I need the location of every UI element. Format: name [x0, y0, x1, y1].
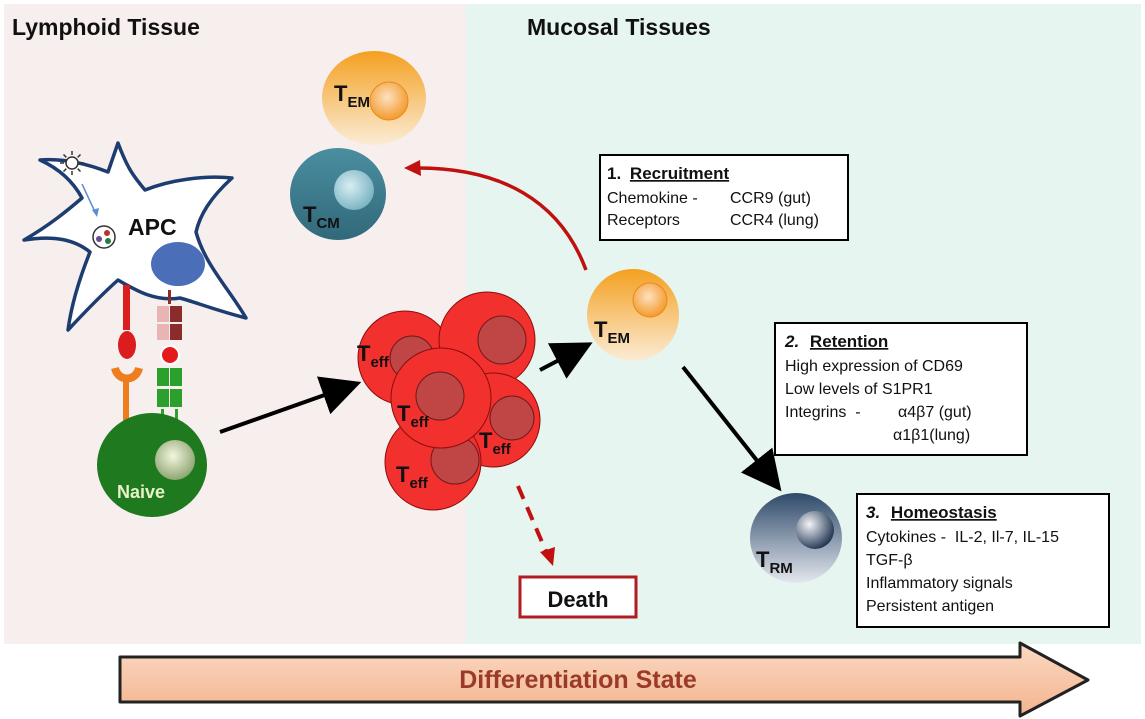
- recruitment-box: 1. Recruitment Chemokine - CCR9 (gut) Re…: [599, 154, 849, 241]
- teff-label-2: Teff: [397, 401, 430, 431]
- antigen-uptake-arrow: [81, 183, 97, 215]
- naive-nucleus: [155, 440, 195, 480]
- tem-cell-top: TEM: [322, 51, 426, 145]
- recruitment-row-2-right: CCR4 (lung): [730, 212, 819, 229]
- teff-to-tem-arrow: [539, 342, 593, 379]
- tem-to-trm-arrow: [681, 365, 782, 492]
- apc-label: APC: [128, 214, 177, 240]
- recruitment-row-1-right: CCR9 (gut): [730, 190, 811, 207]
- retention-integrins-left: Integrins -: [785, 404, 861, 421]
- teff-cluster: Teff Teff Teff Teff: [357, 291, 541, 511]
- homeostasis-heading: Homeostasis: [891, 503, 997, 522]
- differentiation-arrow: Differentiation State: [118, 641, 1090, 718]
- naive-cell: Naive: [97, 413, 207, 517]
- tem-top-label: TEM: [334, 81, 370, 111]
- naive-label: Naive: [117, 482, 165, 502]
- vesicle: [92, 225, 116, 249]
- retention-line-2: Low levels of S1PR1: [785, 381, 933, 398]
- retention-box: 2. Retention High expression of CD69 Low…: [774, 322, 1028, 456]
- trm-nucleus: [796, 511, 834, 549]
- apc-nucleus: [151, 242, 205, 286]
- retention-integrins-right-1: α4β7 (gut): [898, 404, 972, 421]
- homeostasis-line-4: Persistent antigen: [866, 598, 994, 615]
- homeostasis-line-2: TGF-β: [866, 552, 913, 569]
- homeostasis-box: 3. Homeostasis Cytokines - IL-2, Il-7, I…: [856, 493, 1110, 628]
- trm-label: TRM: [756, 547, 793, 577]
- tem-mid-label: TEM: [594, 317, 630, 347]
- tem-mid-nucleus: [632, 282, 668, 318]
- tem-top-nucleus: [369, 81, 409, 121]
- recruitment-heading: Recruitment: [630, 164, 730, 183]
- recruitment-number: 1.: [607, 164, 621, 183]
- svg-text:1. Recruitment: 1. Recruitment: [607, 164, 729, 183]
- teff-label-3: Teff: [479, 428, 512, 458]
- svg-text:3. Homeostasis: 3. Homeostasis: [866, 503, 997, 522]
- retention-line-1: High expression of CD69: [785, 358, 963, 375]
- tcm-nucleus: [334, 170, 374, 210]
- lymphoid-title: Lymphoid Tissue: [12, 14, 200, 40]
- homeostasis-line-3: Inflammatory signals: [866, 575, 1013, 592]
- teff-label-1: Teff: [357, 341, 390, 371]
- homeostasis-number: 3.: [866, 503, 880, 522]
- trm-cell: TRM: [750, 493, 842, 583]
- apc-cell: APC: [22, 141, 248, 332]
- homeostasis-line-1: Cytokines - IL-2, Il-7, IL-15: [866, 529, 1059, 546]
- activation-arrow: [219, 376, 362, 434]
- mucosal-title: Mucosal Tissues: [527, 14, 711, 40]
- antigen-icon: [60, 151, 84, 175]
- retention-heading: Retention: [810, 332, 888, 351]
- recirculation-arrow: [417, 166, 588, 271]
- tem-cell-mid: TEM: [587, 269, 679, 361]
- retention-number: 2.: [784, 332, 799, 351]
- tcm-label: TCM: [303, 202, 340, 232]
- retention-integrins-right-2: α1β1(lung): [893, 427, 970, 444]
- recruitment-row-2-left: Receptors: [607, 212, 680, 229]
- recruitment-row-1-left: Chemokine -: [607, 190, 698, 207]
- tcm-cell: TCM: [290, 148, 386, 240]
- death-box: Death: [518, 575, 638, 619]
- death-arrow: [516, 485, 550, 557]
- differentiation-label: Differentiation State: [459, 666, 697, 694]
- teff-label-4: Teff: [396, 462, 429, 492]
- death-label: Death: [547, 587, 608, 612]
- teff-cell-5: [390, 347, 492, 449]
- svg-text:2. Retention: 2. Retention: [784, 332, 888, 351]
